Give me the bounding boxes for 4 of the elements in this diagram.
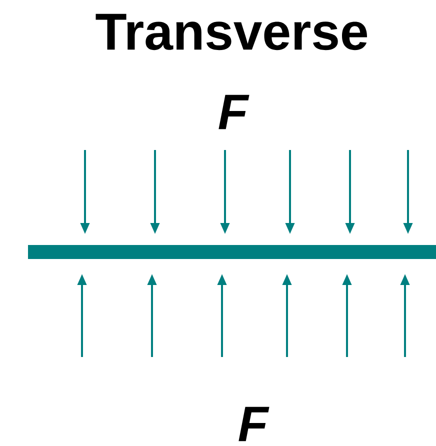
force-label: F	[238, 406, 270, 442]
beam	[28, 245, 436, 259]
force-label: F	[218, 94, 250, 130]
title: Transverse	[96, 14, 368, 50]
